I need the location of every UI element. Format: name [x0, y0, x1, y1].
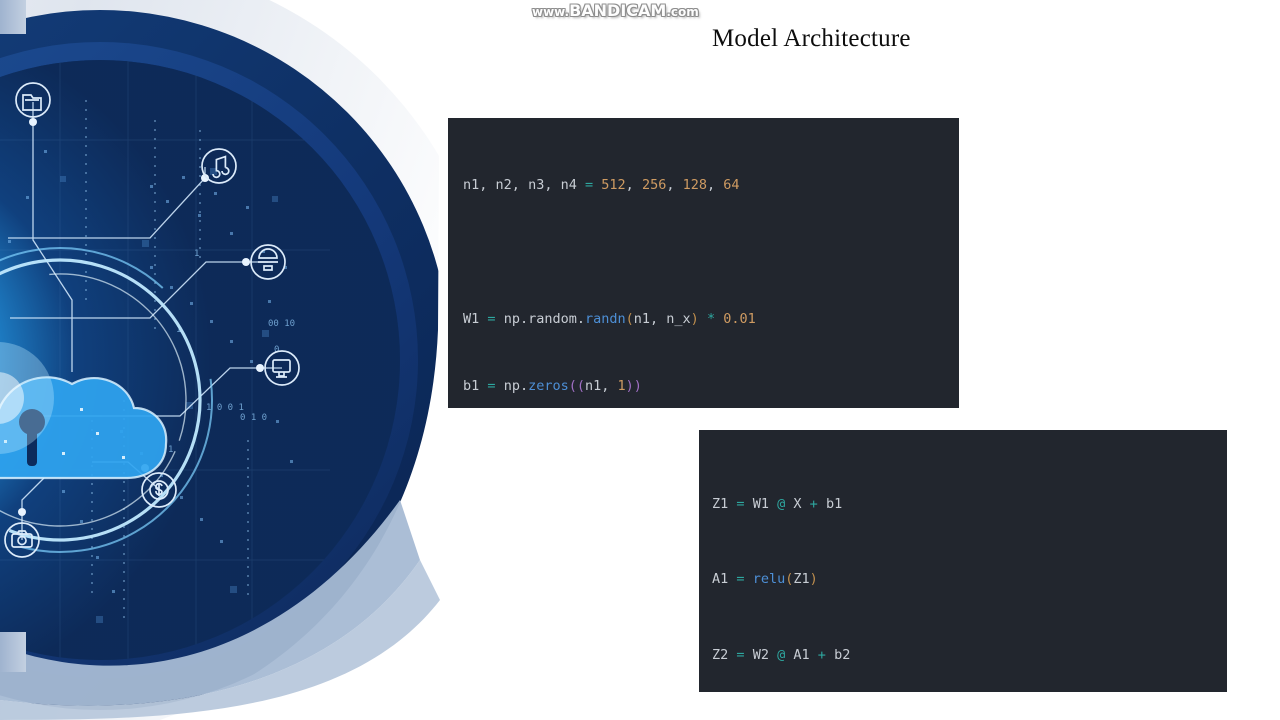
svg-text:0: 0 [274, 345, 279, 355]
svg-text:1: 1 [168, 445, 173, 455]
code-line: n1, n2, n3, n4 = 512, 256, 128, 64 [463, 176, 740, 193]
code-block-forward-propagation: Z1 = W1 @ X + b1 A1 = relu(Z1) Z2 = W2 @… [699, 430, 1227, 692]
folder-icon [15, 82, 51, 118]
code-line: b1 = np.zeros((n1, 1)) [463, 378, 642, 395]
svg-text:1 0 0 1: 1 0 0 1 [206, 403, 244, 413]
edge-strip-bottom [0, 632, 26, 672]
dollar-coin-icon [141, 472, 177, 508]
edge-strip-top [0, 0, 26, 34]
svg-text:1: 1 [194, 249, 199, 259]
desktop-monitor-icon [264, 350, 300, 386]
photo-camera-icon [4, 522, 40, 558]
svg-text:00 10: 00 10 [268, 319, 295, 329]
svg-text:1: 1 [176, 325, 181, 335]
code-line-blank [463, 241, 959, 263]
svg-text:0 1 0: 0 1 0 [240, 413, 267, 423]
hero-svg: 00 10 0 1 1 1 0 1 0 1 0 0 1 [0, 0, 440, 720]
music-note-icon [201, 148, 237, 184]
bandicam-watermark: www.BANDICAM.com [532, 1, 699, 20]
code-line: Z2 = W2 @ A1 + b2 [712, 647, 851, 664]
page-title: Model Architecture [712, 25, 911, 52]
cloud-keyhole-icon [0, 376, 168, 480]
code-block-parameter-initialization: n1, n2, n3, n4 = 512, 256, 128, 64 W1 = … [448, 118, 959, 408]
code-line: W1 = np.random.randn(n1, n_x) * 0.01 [463, 311, 756, 328]
watermark-prefix: www. [532, 5, 570, 19]
code-line: Z1 = W1 @ X + b1 [712, 495, 843, 512]
watermark-brand: BANDICAM [569, 1, 667, 20]
code-line: A1 = relu(Z1) [712, 571, 818, 588]
watermark-suffix: .com [666, 5, 699, 19]
hero-illustration: 00 10 0 1 1 1 0 1 0 1 0 0 1 [0, 0, 440, 720]
cctv-camera-icon [250, 244, 286, 280]
